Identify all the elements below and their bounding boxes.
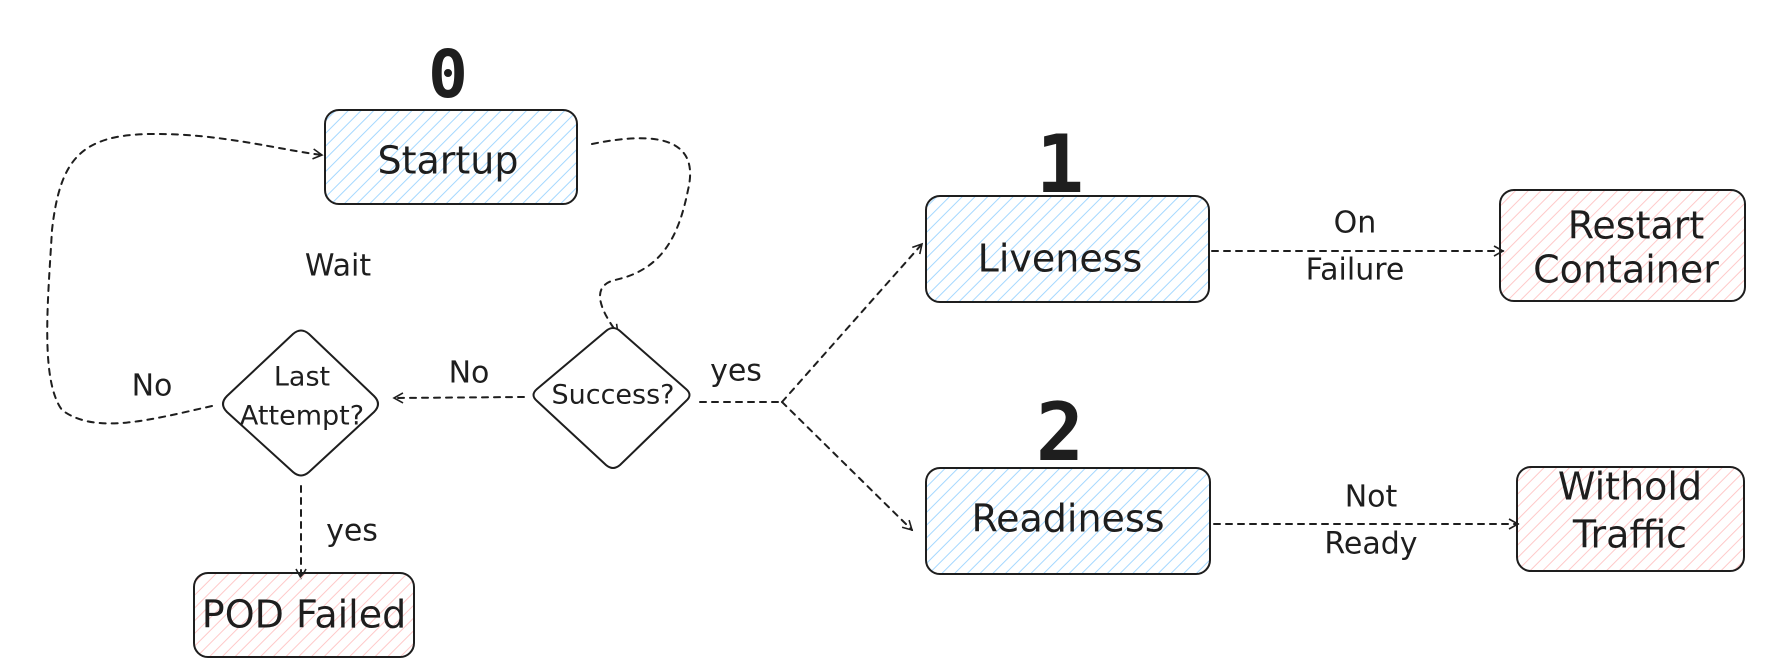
startup-node: Startup: [324, 109, 578, 205]
step-number-startup: 0: [428, 36, 468, 113]
pod-failed-node: POD Failed: [193, 572, 415, 658]
restart-container-node: Restart Container: [1499, 189, 1746, 302]
readiness-label: Readiness: [971, 497, 1164, 541]
edge-startup-to-success: [591, 137, 691, 336]
step-number-readiness: 2: [1036, 386, 1084, 479]
withold-label-line1: Withold: [1558, 465, 1702, 509]
readiness-node: Readiness: [925, 467, 1211, 575]
no-to-last-attempt-label: No: [449, 356, 490, 391]
edge-last-attempt-no-to-startup: [46, 132, 324, 425]
restart-label-line1: Restart: [1568, 204, 1705, 248]
withold-label-line2: Traffic: [1572, 513, 1687, 557]
liveness-node: Liveness: [925, 195, 1210, 303]
not-ready-label-line2: Ready: [1324, 527, 1417, 562]
on-failure-label-line1: On: [1334, 206, 1377, 241]
startup-label: Startup: [377, 139, 518, 183]
restart-label-line2: Container: [1533, 248, 1719, 292]
liveness-label: Liveness: [978, 237, 1143, 281]
yes-success-label: yes: [710, 354, 762, 389]
withold-traffic-node: Withold Traffic: [1516, 465, 1745, 572]
on-failure-label-line2: Failure: [1306, 253, 1405, 288]
not-ready-label-line1: Not: [1345, 480, 1398, 515]
success-label: Success?: [551, 380, 674, 411]
success-decision: Success?: [532, 327, 691, 469]
last-attempt-decision: Last Attempt?: [222, 329, 379, 477]
last-attempt-label-line1: Last: [274, 362, 330, 393]
edge-success-no-to-last-attempt: [392, 392, 525, 404]
pod-failed-label: POD Failed: [202, 593, 406, 637]
edge-yes-to-liveness: [781, 242, 924, 403]
no-to-startup-label: No: [132, 369, 173, 404]
edge-yes-to-readiness: [781, 401, 914, 532]
yes-pod-failed-label: yes: [326, 514, 378, 549]
last-attempt-label-line2: Attempt?: [240, 401, 364, 432]
wait-label: Wait: [305, 249, 371, 284]
step-number-liveness: 1: [1036, 118, 1084, 211]
